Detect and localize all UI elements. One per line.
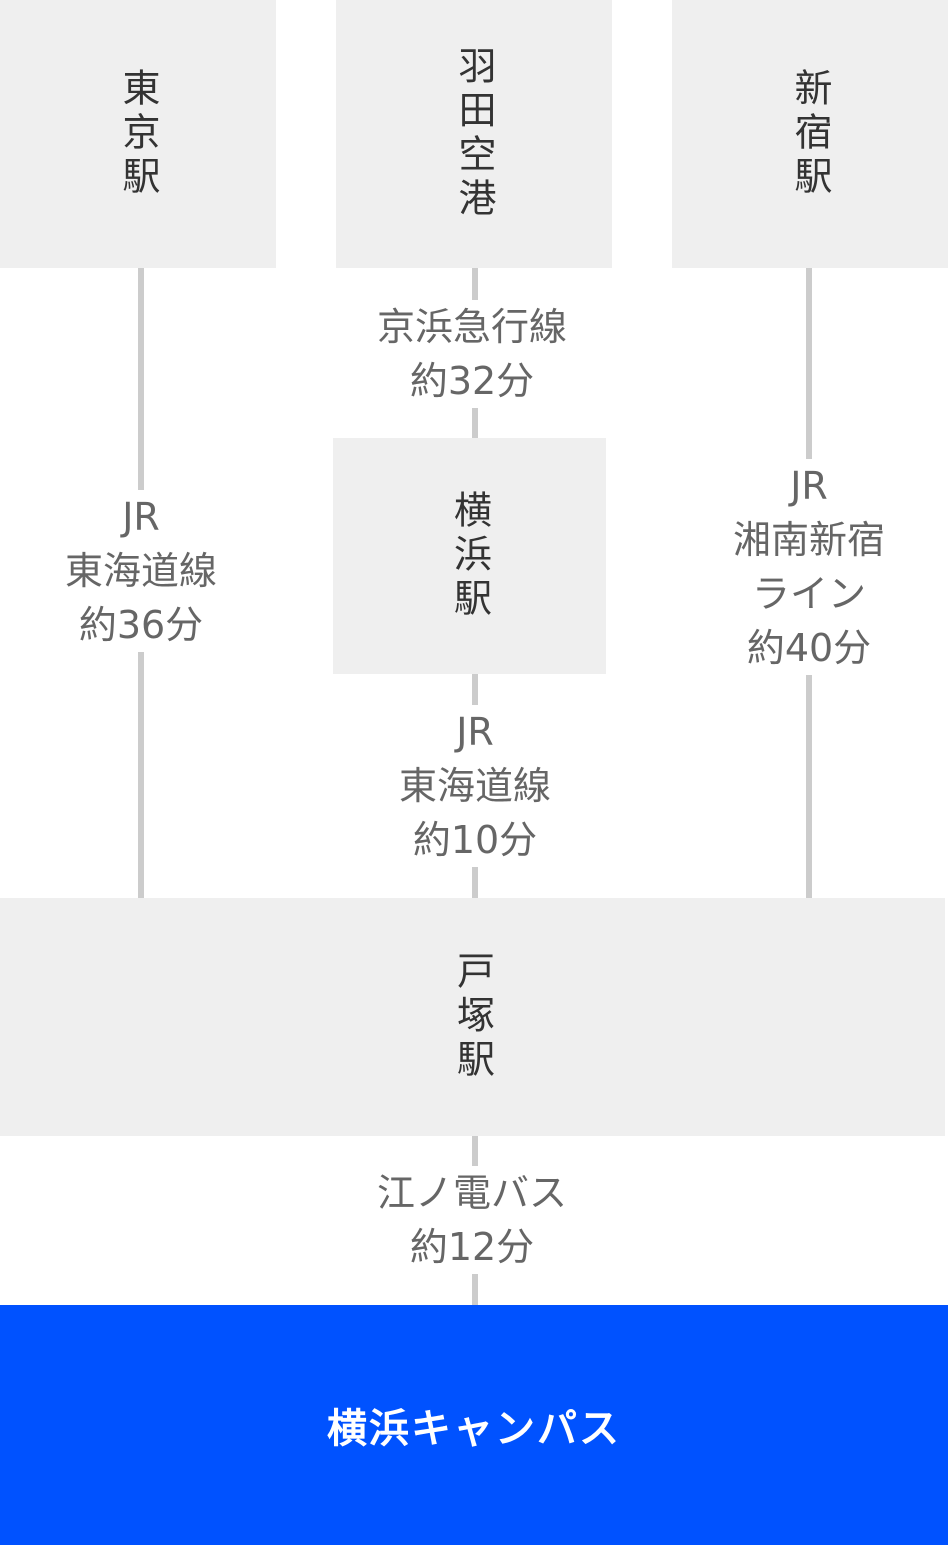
station-shinjuku-label: 新宿駅	[788, 68, 832, 200]
route-shinjuku-totsuka-label: JR 湘南新宿 ライン 約40分	[706, 459, 912, 675]
destination-label: 横浜キャンパス	[327, 1406, 621, 1452]
station-tokyo-label: 東京駅	[116, 68, 160, 200]
route-yokohama-totsuka-label: JR 東海道線 約10分	[372, 705, 578, 867]
route-travel-time: 約10分	[412, 818, 538, 862]
route-totsuka-campus-label: 江ノ電バス 約12分	[352, 1166, 592, 1274]
station-yokohama-label: 横浜駅	[447, 490, 492, 622]
route-travel-time: 約12分	[409, 1225, 535, 1269]
route-haneda-yokohama-label: 京浜急行線 約32分	[352, 300, 592, 408]
station-haneda: 羽田空港	[336, 0, 612, 268]
route-travel-time: 約40分	[746, 626, 872, 670]
route-line-name: 江ノ電バス	[376, 1171, 567, 1215]
station-haneda-label: 羽田空港	[452, 46, 496, 222]
station-yokohama: 横浜駅	[333, 438, 606, 674]
station-totsuka: 戸塚駅	[0, 898, 945, 1136]
station-tokyo: 東京駅	[0, 0, 276, 268]
route-line-name: ライン	[751, 572, 866, 616]
route-line-name: 湘南新宿	[732, 518, 885, 562]
route-tokyo-totsuka-label: JR 東海道線 約36分	[38, 490, 244, 652]
destination-campus: 横浜キャンパス	[0, 1305, 948, 1545]
route-line-name: JR	[122, 495, 160, 539]
station-shinjuku: 新宿駅	[672, 0, 948, 268]
route-line-name: 東海道線	[398, 764, 551, 808]
route-line-name: 東海道線	[64, 549, 217, 593]
route-line-name: JR	[456, 710, 494, 754]
route-line-name: 京浜急行線	[376, 305, 567, 349]
route-travel-time: 約36分	[78, 603, 204, 647]
station-totsuka-label: 戸塚駅	[450, 951, 495, 1083]
route-travel-time: 約32分	[409, 359, 535, 403]
route-line-name: JR	[790, 464, 828, 508]
